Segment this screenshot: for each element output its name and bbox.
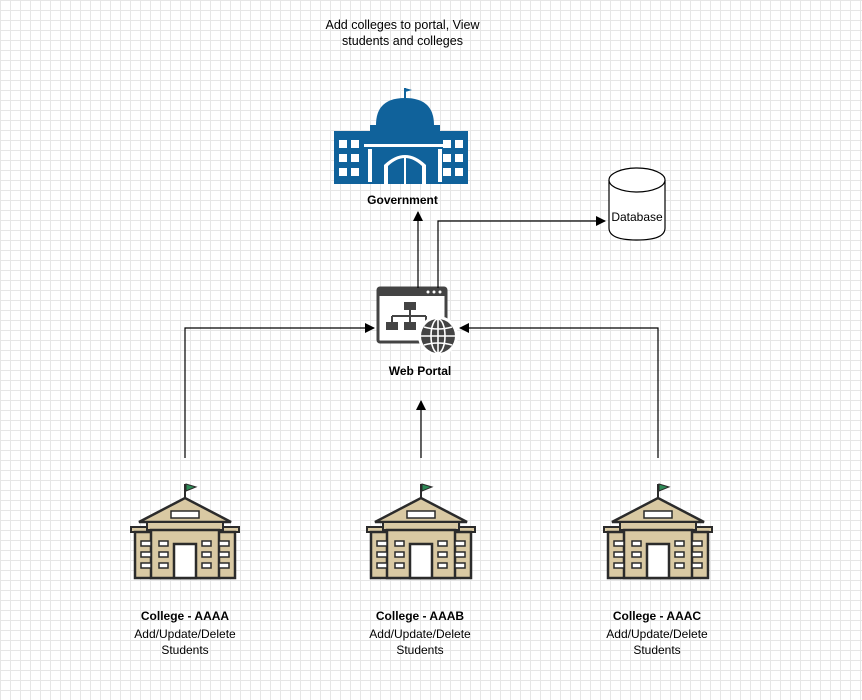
connector-portal-to-database <box>437 216 606 288</box>
school-building-icon-aaac <box>602 482 714 580</box>
government-label: Government <box>367 193 438 207</box>
government-note: Add colleges to portal, View students an… <box>325 18 480 48</box>
college-desc-aaaa: Add/Update/Delete Students <box>134 627 236 657</box>
database-cylinder-icon <box>608 167 666 241</box>
database-label: Database <box>611 210 663 224</box>
government-building-icon <box>334 88 468 184</box>
web-portal-sitemap-globe-icon <box>376 286 458 356</box>
college-desc-aaab: Add/Update/Delete Students <box>369 627 471 657</box>
college-name-aaab: College - AAAB <box>375 609 465 623</box>
connector-college-aaac-to-portal <box>459 323 659 458</box>
connector-college-aaaa-to-portal <box>184 323 375 458</box>
college-name-aaaa: College - AAAA <box>140 609 230 623</box>
college-name-aaac: College - AAAC <box>612 609 702 623</box>
school-building-icon-aaaa <box>129 482 241 580</box>
school-building-icon-aaab <box>365 482 477 580</box>
web-portal-label: Web Portal <box>388 364 452 378</box>
college-desc-aaac: Add/Update/Delete Students <box>606 627 708 657</box>
